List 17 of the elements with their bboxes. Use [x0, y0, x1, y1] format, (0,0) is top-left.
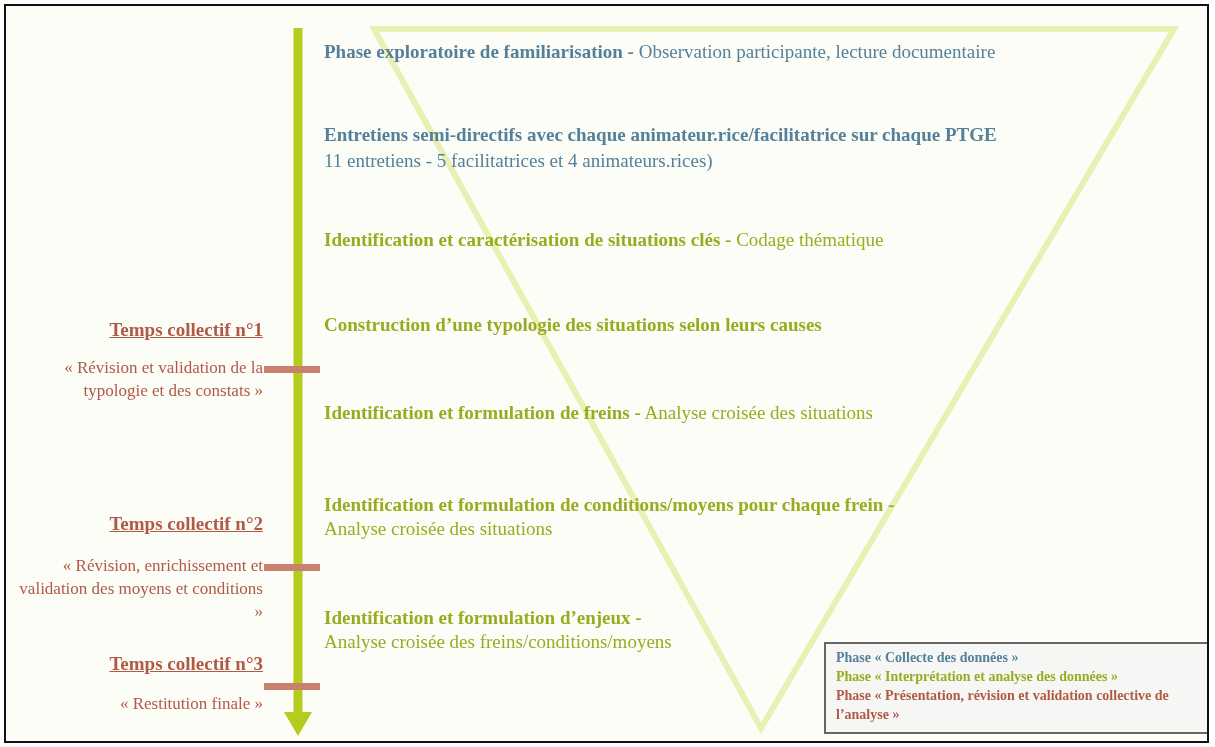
phase-step-text: Identification et formulation d’enjeux - Analyse croisée des freins/conditions/moyens	[324, 606, 672, 654]
milestone-heading: Temps collectif n°2	[109, 512, 263, 535]
milestone-heading: Temps collectif n°3	[109, 652, 263, 675]
phase-step-text: Identification et formulation de conditions/moyens pour chaque frein - Analyse croisée des situations	[324, 493, 895, 541]
legend-entry: Phase « Interprétation et analyse des données »	[836, 668, 1119, 686]
milestone-description: « Restitution finale »	[118, 693, 263, 715]
milestone-heading: Temps collectif n°1	[109, 318, 263, 341]
milestone-description: « Révision et validation de la typologie et des constats »	[63, 357, 263, 402]
phase-step-text: Identification et formulation de freins - Analyse croisée des situations	[324, 401, 873, 425]
phase-step-detail: 11 entretiens - 5 facilitatrices et 4 animateurs.rices)	[324, 149, 713, 173]
phase-step-text: Identification et caractérisation de situations clés - Codage thématique	[324, 228, 884, 252]
milestone-description: « Révision, enrichissement et validation des moyens et conditions »	[18, 555, 263, 623]
legend-entry: Phase « Présentation, révision et validation collective de l’analyse »	[836, 687, 1170, 724]
phase-step-text: Entretiens semi-directifs avec chaque animateur.rice/facilitatrice sur chaque PTGE	[324, 123, 997, 147]
phase-step-text: Construction d’une typologie des situations selon leurs causes	[324, 313, 822, 337]
phase-step-text: Phase exploratoire de familiarisation - Observation participante, lecture documentaire	[324, 40, 996, 64]
legend-entry: Phase « Collecte des données »	[836, 649, 1020, 667]
